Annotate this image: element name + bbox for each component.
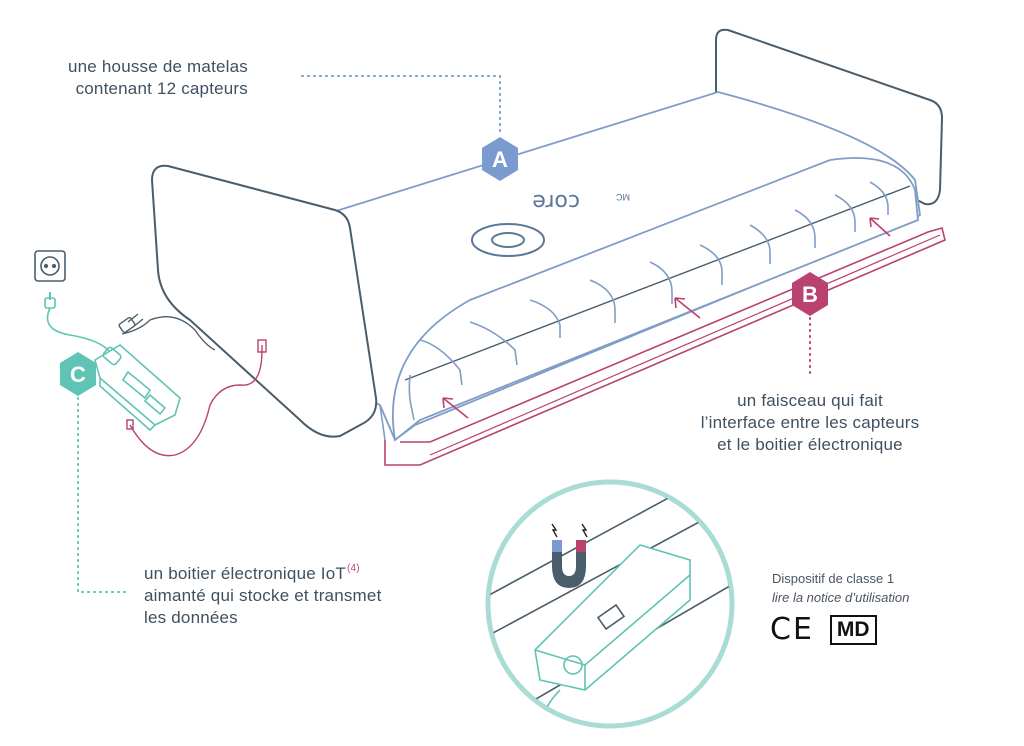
harness-cover-seam (404, 185, 911, 381)
md-mark: MD (829, 614, 877, 645)
logo-oval-inner (491, 232, 525, 248)
badge-a: A (482, 137, 518, 181)
label-c-line-1: un boitier électronique IoT(4) (144, 558, 382, 585)
svg-text:A: A (492, 147, 508, 172)
detail-box (534, 544, 691, 691)
label-b-line-2: l’interface entre les capteurs (700, 413, 920, 432)
dc-plug-icon (118, 313, 216, 351)
logo-brand-mark: MC (616, 192, 630, 202)
box-connector (126, 419, 134, 430)
logo-text: core (532, 189, 580, 214)
regulatory-info: Dispositif de classe 1 lire la notice d’… (772, 569, 909, 607)
svg-text:C: C (70, 362, 86, 387)
leader-c (77, 397, 131, 593)
ce-mark: CE (770, 612, 814, 647)
sensor-straps (408, 181, 889, 421)
regulatory-marks: CE MD (770, 612, 877, 647)
device-class: Dispositif de classe 1 (772, 571, 895, 586)
magnified-detail (485, 479, 735, 729)
electronic-box (94, 344, 181, 432)
harness-strip-inner (429, 234, 941, 456)
label-c-line-2: aimanté qui stocke et transmet (144, 586, 382, 605)
label-mattress-cover: une housse de matelas contenant 12 capte… (68, 56, 248, 100)
svg-text:B: B (802, 282, 818, 307)
badge-c: C (60, 352, 96, 396)
label-c-line-3: les données (144, 608, 238, 627)
logo-oval-outer (471, 223, 545, 257)
harness-arrows (442, 217, 891, 419)
label-a-line-1: une housse de matelas (68, 57, 248, 76)
label-b-line-1: un faisceau qui fait (737, 391, 883, 410)
mattress-logo: core MC (471, 189, 630, 257)
label-c-line-1-text: un boitier électronique IoT (144, 564, 346, 583)
label-electronic-box: un boitier électronique IoT(4) aimanté q… (144, 558, 382, 629)
harness-connector (257, 339, 267, 353)
harness-cover (391, 157, 919, 442)
badge-b: B (792, 272, 828, 316)
footboard (150, 164, 378, 438)
leader-a (301, 75, 501, 136)
label-b-line-3: et le boitier électronique (717, 435, 903, 454)
wall-socket-icon (34, 250, 66, 282)
label-harness: un faisceau qui fait l’interface entre l… (660, 390, 960, 456)
harness-strip (384, 227, 946, 466)
magnet-icon (551, 523, 588, 588)
label-a-line-2: contenant 12 capteurs (75, 79, 248, 98)
notice-instruction: lire la notice d’utilisation (772, 590, 910, 605)
box-cable (129, 345, 263, 457)
power-plug-icon (44, 292, 111, 353)
footnote-marker: (4) (346, 563, 360, 574)
